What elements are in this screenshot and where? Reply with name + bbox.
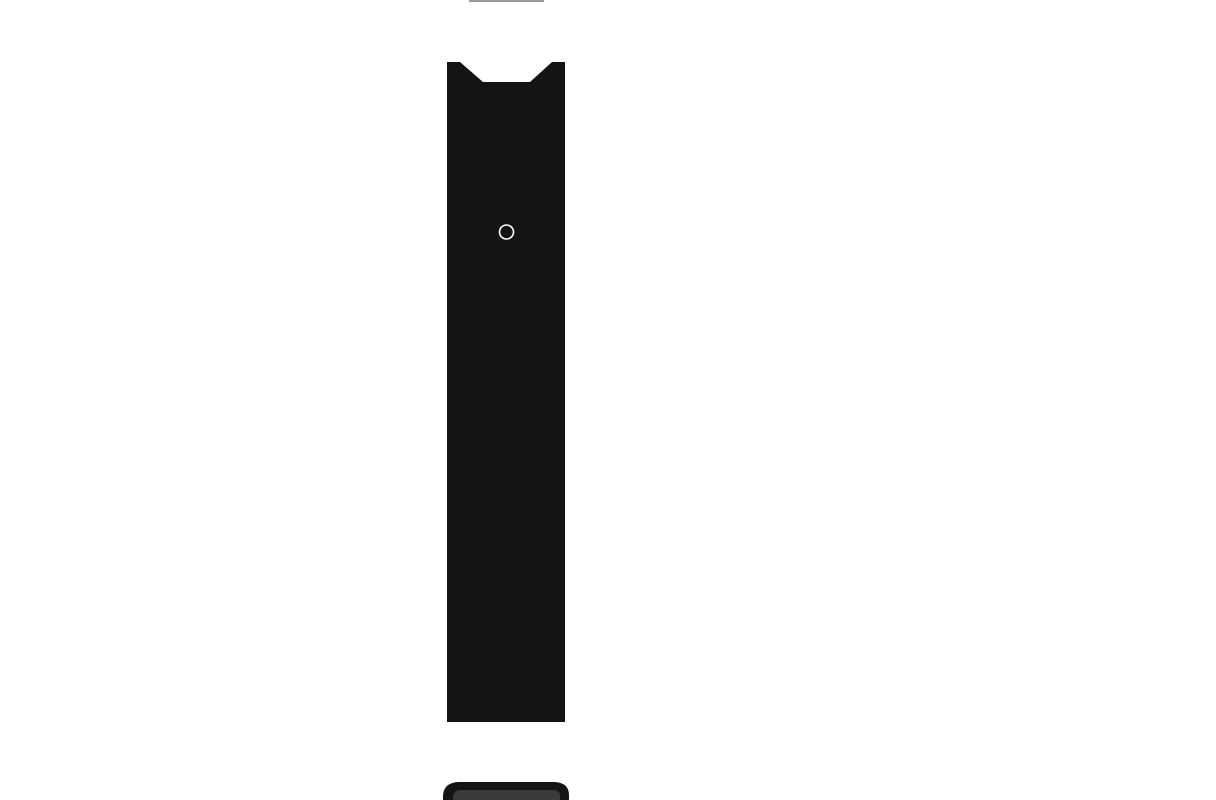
device-cap-inner [453,790,560,800]
top-device-edge [469,0,544,2]
vape-device-body [447,62,565,722]
indicator-light-icon [498,224,515,240]
